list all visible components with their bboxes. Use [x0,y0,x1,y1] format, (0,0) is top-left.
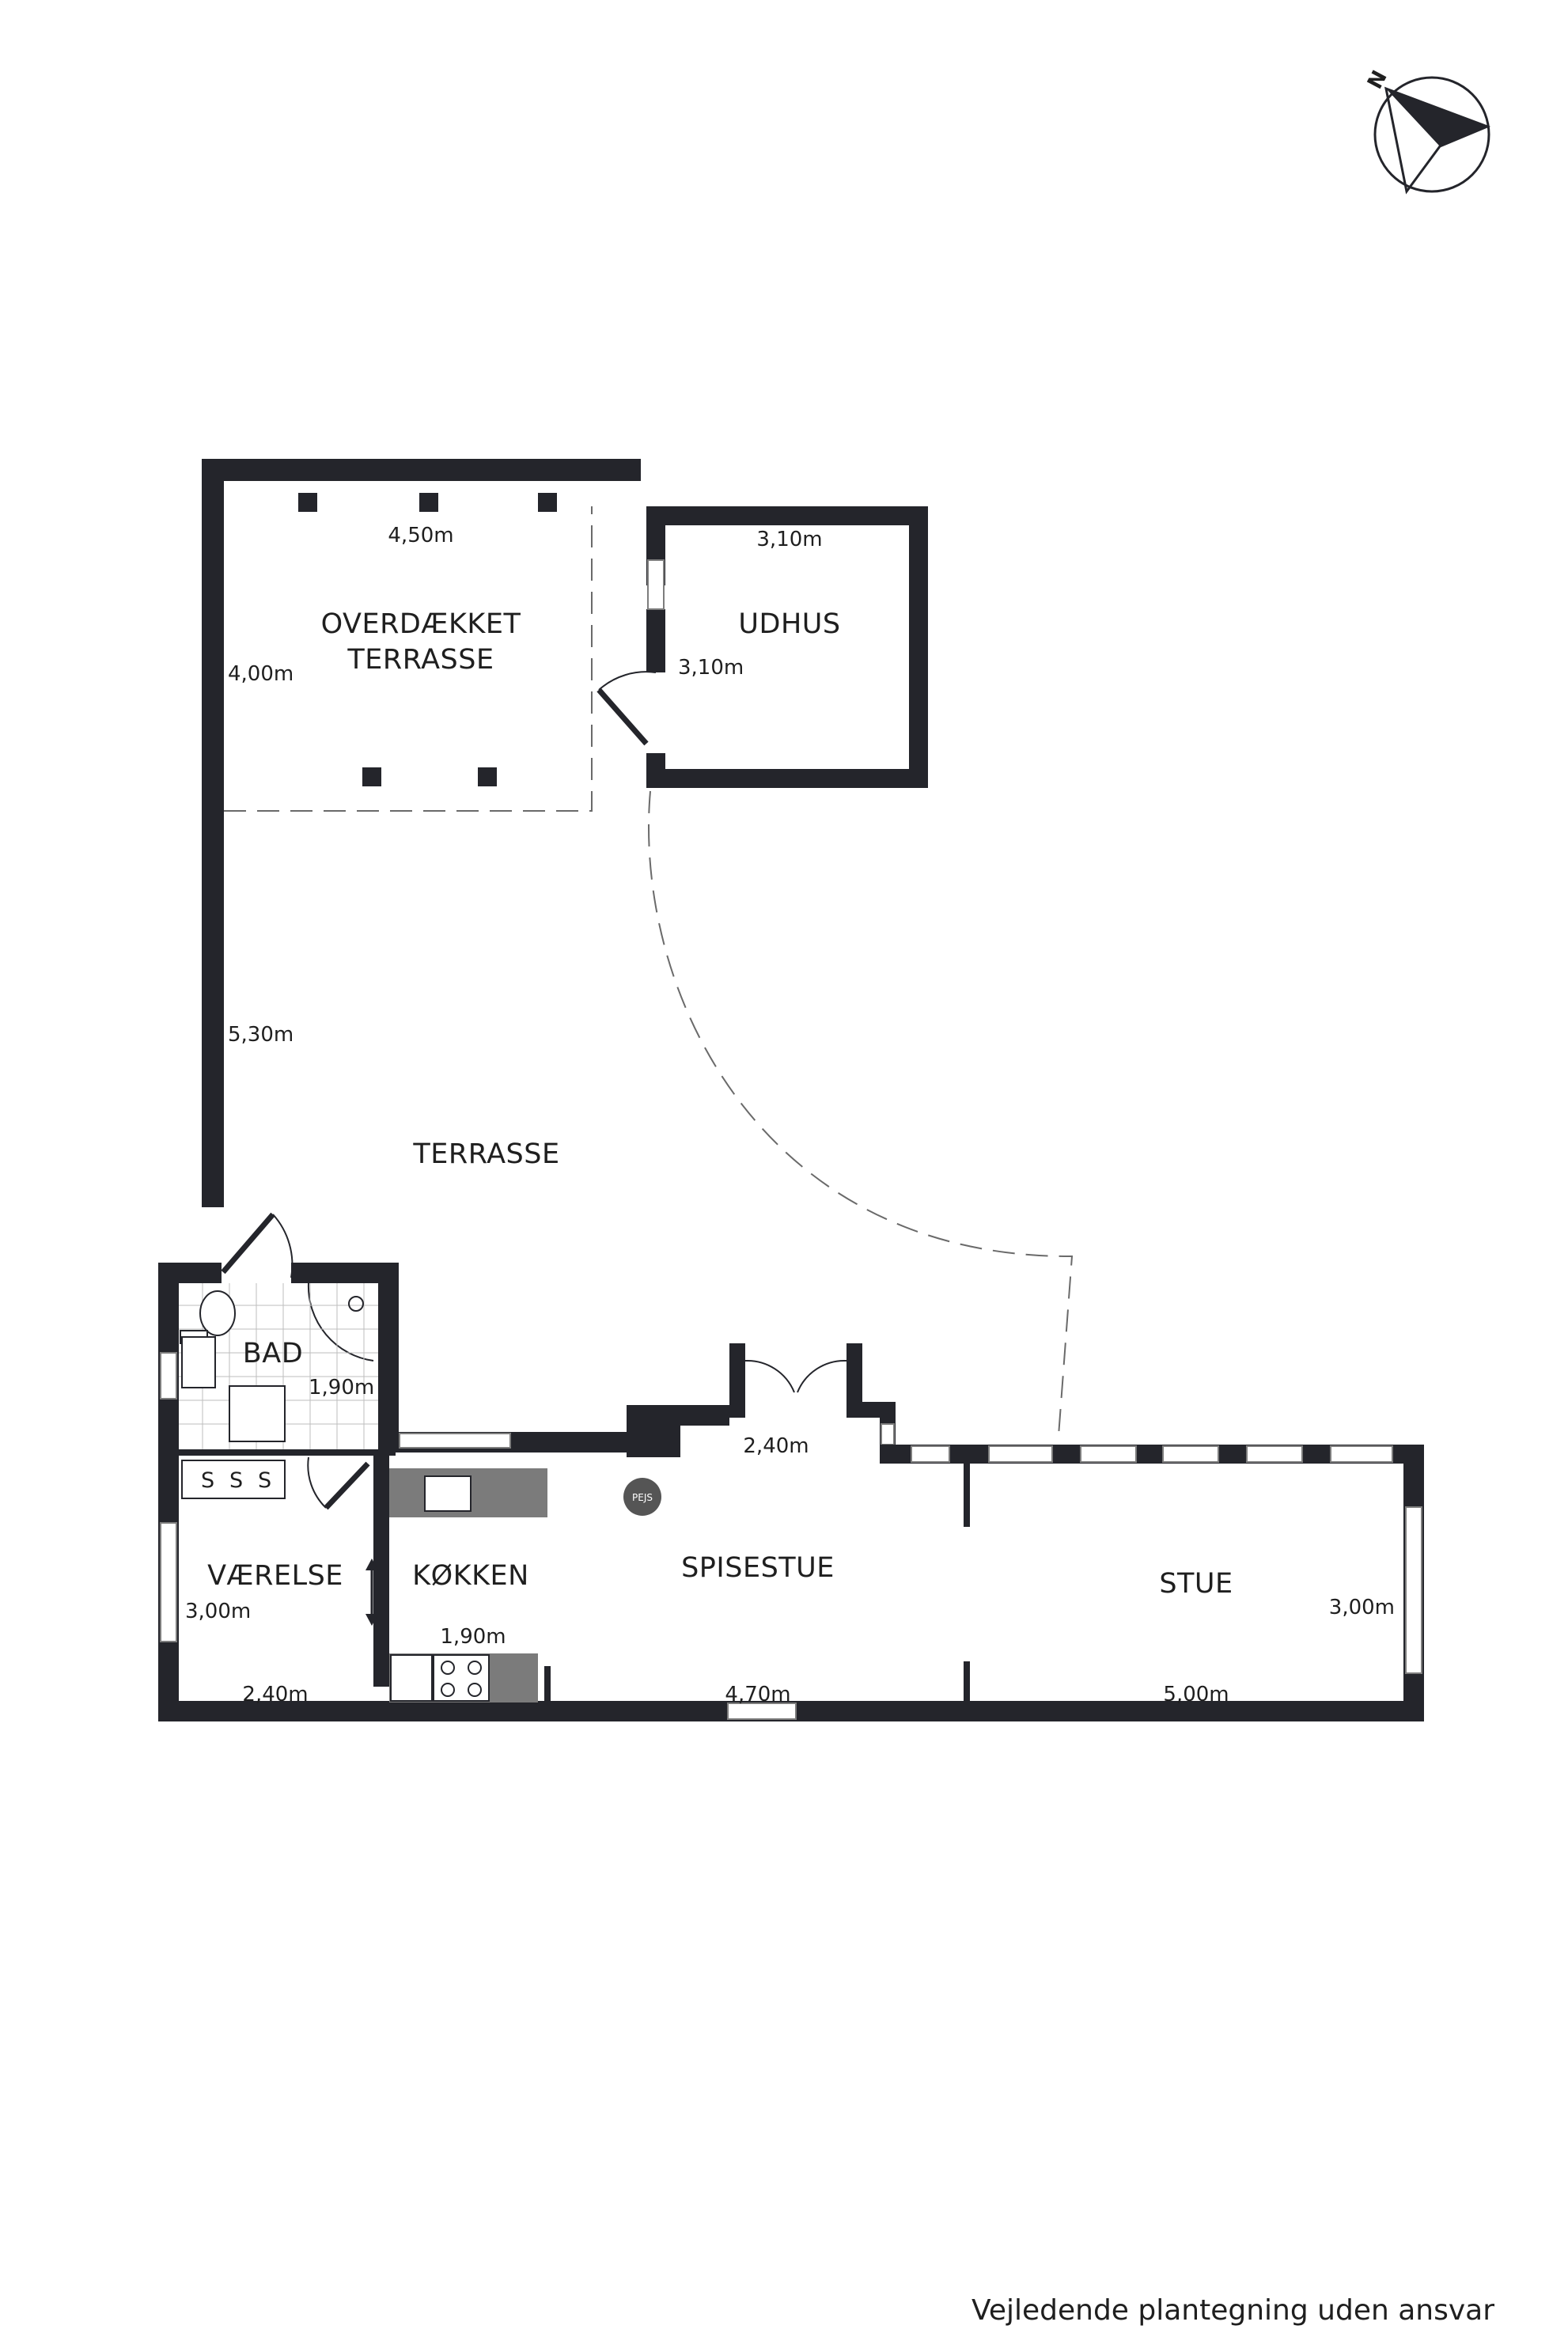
bay-right-wall [846,1343,862,1418]
shower-icon [348,1296,364,1312]
terrace-left-wall [202,459,224,1207]
udhus-door-swing [598,671,657,691]
dim-overdaekket-height: 4,00m [228,662,294,686]
dim-overdaekket-width: 4,50m [388,524,453,547]
wardrobe-label: S [229,1468,243,1493]
overdaekket-label-line2: TERRASSE [347,644,494,676]
vaerelse-window [160,1522,177,1642]
dim-vaerelse-width: 2,40m [242,1683,308,1706]
vaerelse-door [324,1461,370,1510]
top-wall [202,459,641,481]
bad-label: BAD [243,1338,303,1369]
compass-arrow-icon [1386,89,1487,146]
pillar [298,493,317,512]
dim-koekken-width: 1,90m [440,1625,506,1649]
udhus-left-wall [646,753,665,788]
udhus-left-wall [646,609,665,672]
udhus-bottom-wall [646,769,928,788]
dim-udhus-height: 3,10m [678,656,744,680]
wardrobe-label: S [201,1468,214,1493]
arrow-up-icon [365,1559,378,1570]
bad-vaerelse-wall [158,1449,396,1456]
bad-right-wall [378,1263,399,1452]
room-labels: OVERDÆKKET TERRASSE UDHUS TERRASSE BAD V… [207,608,1233,1600]
window [1080,1445,1137,1463]
burner-icon [441,1683,455,1697]
pillar [419,493,438,512]
dim-udhus-width: 3,10m [756,528,822,551]
wardrobe [181,1460,286,1499]
burner-icon [468,1661,482,1675]
koekken-partition [544,1666,551,1706]
koekken-label: KØKKEN [412,1560,529,1592]
vaerelse-right-wall [373,1449,389,1687]
udhus-window [647,559,665,610]
stue-partition [964,1661,970,1705]
wardrobe-label: S [258,1468,271,1493]
disclaimer-text: Vejledende plantegning uden ansvar [971,2294,1495,2327]
terrasse-label: TERRASSE [412,1138,559,1170]
udhus-top-wall [646,506,928,525]
window [1330,1445,1393,1463]
stove-icon [433,1654,490,1702]
terrace-outline [648,790,1074,1437]
window [911,1445,950,1463]
koekken-window [399,1433,511,1449]
entry-door-swing [272,1214,294,1278]
pillar [362,767,381,786]
stue-window [1405,1506,1422,1674]
bad-top-wall [158,1263,222,1283]
bay-step-window [881,1423,895,1445]
pillar [538,493,557,512]
entry-door [221,1212,275,1274]
house-walls [158,1212,1424,1721]
roof-outline [224,506,593,812]
freezer-icon [390,1654,433,1702]
window [988,1445,1053,1463]
overdaekket-walls [202,459,641,1207]
vaerelse-door-swing [307,1456,327,1509]
toilet-icon [199,1290,236,1336]
dim-bad-width: 1,90m [309,1376,374,1399]
udhus-right-wall [909,506,928,788]
dim-spisestue-width: 4,70m [725,1683,790,1706]
arrow-down-icon [365,1614,378,1626]
udhus-door [597,687,649,746]
spisestue-window [727,1702,797,1720]
vaerelse-label: VÆRELSE [207,1560,343,1592]
spisestue-label: SPISESTUE [681,1552,835,1584]
stue-label: STUE [1159,1568,1233,1600]
fireplace-label: PEJS [632,1492,653,1503]
compass-circle [1373,76,1490,193]
dimension-labels: 4,50m 4,00m 3,10m 3,10m 5,30m 1,90m 3,00… [185,524,1395,1706]
bad-window [160,1352,177,1399]
kitchen-sink-icon [424,1475,472,1512]
terrace-door-swing [797,1359,847,1393]
compass: N [1363,66,1491,195]
fireplace-icon [623,1478,661,1516]
sink-icon [181,1336,216,1388]
fixtures: S S S PEJS [179,1283,661,1702]
burner-icon [468,1683,482,1697]
chimney-block [627,1405,679,1457]
window [1162,1445,1219,1463]
burner-icon [441,1661,455,1675]
window [1246,1445,1303,1463]
dim-terrasse-height: 5,30m [228,1023,294,1047]
dim-stue-height: 3,00m [1329,1596,1395,1619]
house-left-wall [158,1263,179,1721]
udhus-walls [597,506,928,788]
bay-left-wall [729,1343,745,1418]
washing-machine-icon [229,1385,286,1442]
pillar [478,767,497,786]
dim-vaerelse-height: 3,00m [185,1600,251,1623]
terrace-door-swing [744,1359,795,1393]
bad-door-swing [307,1282,374,1362]
dim-spisestue-bay: 2,40m [743,1434,809,1458]
udhus-label: UDHUS [738,608,840,640]
dim-stue-width: 5,00m [1163,1683,1229,1706]
overdaekket-label-line1: OVERDÆKKET [321,608,521,640]
stue-partition [964,1464,970,1527]
